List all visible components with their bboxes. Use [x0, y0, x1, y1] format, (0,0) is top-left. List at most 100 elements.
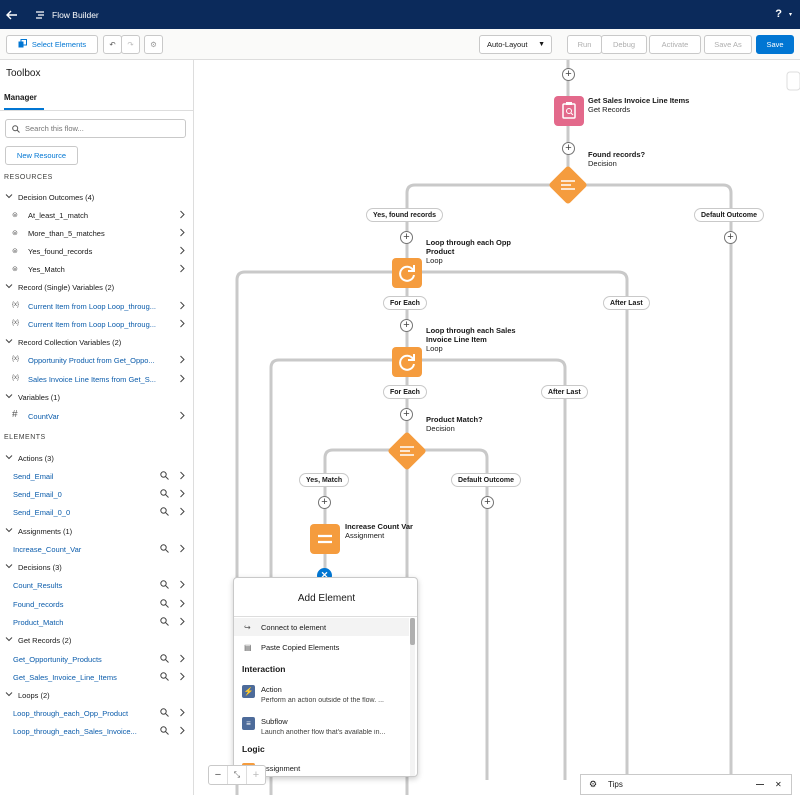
paste-elements-item[interactable]: ▤ Paste Copied Elements	[244, 642, 340, 652]
add-element-plus[interactable]: +	[481, 496, 494, 509]
list-item[interactable]: Loop_through_each_Sales_Invoice...	[0, 723, 193, 739]
group-actions[interactable]: Actions (3)	[0, 450, 193, 466]
outcome-label[interactable]: Yes, Match	[299, 473, 350, 487]
increase-count-assignment-node[interactable]	[310, 524, 340, 554]
search-icon[interactable]	[160, 654, 169, 663]
zoom-controls: − ⤡ +	[208, 765, 266, 785]
search-icon[interactable]	[160, 544, 169, 553]
search-icon[interactable]	[160, 471, 169, 480]
list-item[interactable]: Product_Match	[0, 614, 193, 630]
number-variable-icon: #	[12, 409, 18, 420]
node-type: Loop	[426, 256, 443, 265]
add-element-plus[interactable]: +	[562, 68, 575, 81]
search-icon[interactable]	[160, 708, 169, 717]
list-item[interactable]: ⊜ Yes_found_records	[0, 243, 193, 259]
group-record-variables[interactable]: Record (Single) Variables (2)	[0, 279, 193, 295]
new-resource-button[interactable]: New Resource	[5, 146, 78, 165]
list-item[interactable]: Get_Sales_Invoice_Line_Items	[0, 669, 193, 685]
search-icon[interactable]	[160, 507, 169, 516]
list-item[interactable]: Send_Email_0_0	[0, 504, 193, 520]
list-item[interactable]: {x} Opportunity Product from Get_Oppo...	[0, 352, 193, 368]
chevron-right-icon	[180, 319, 185, 328]
list-item[interactable]: Increase_Count_Var	[0, 541, 193, 557]
settings-button[interactable]: ⚙	[144, 35, 163, 54]
node-type: Decision	[426, 424, 455, 433]
list-item[interactable]: Found_records	[0, 596, 193, 612]
zoom-in-button[interactable]: +	[252, 769, 260, 781]
list-item[interactable]: Send_Email	[0, 468, 193, 484]
group-decisions[interactable]: Decisions (3)	[0, 559, 193, 575]
redo-button[interactable]: ↷	[121, 35, 140, 54]
node-type: Assignment	[345, 531, 385, 540]
group-assignments[interactable]: Assignments (1)	[0, 523, 193, 539]
loop-path-label[interactable]: After Last	[541, 385, 588, 399]
tips-panel[interactable]: ⚙ Tips — ✕	[580, 774, 792, 795]
save-as-button[interactable]: Save As	[704, 35, 752, 54]
group-record-collections[interactable]: Record Collection Variables (2)	[0, 334, 193, 350]
list-item[interactable]: ⊜ More_than_5_matches	[0, 225, 193, 241]
list-item[interactable]: {x} Current Item from Loop Loop_throug..…	[0, 298, 193, 314]
help-chevron-down-icon[interactable]: ▾	[788, 12, 792, 18]
list-item[interactable]: {x} Current Item from Loop Loop_throug..…	[0, 316, 193, 332]
search-icon[interactable]	[160, 726, 169, 735]
popover-scrollbar[interactable]	[410, 618, 415, 776]
activate-button[interactable]: Activate	[649, 35, 701, 54]
group-decision-outcomes[interactable]: Decision Outcomes (4)	[0, 189, 193, 205]
add-element-plus[interactable]: +	[400, 408, 413, 421]
list-item[interactable]: Get_Opportunity_Products	[0, 651, 193, 667]
undo-button[interactable]: ↶	[103, 35, 122, 54]
group-get-records[interactable]: Get Records (2)	[0, 632, 193, 648]
loop-path-label[interactable]: For Each	[383, 385, 427, 399]
chevron-right-icon	[180, 374, 185, 383]
add-element-plus[interactable]: +	[400, 231, 413, 244]
group-loops[interactable]: Loops (2)	[0, 687, 193, 703]
loop-icon	[399, 265, 415, 282]
close-icon[interactable]: ✕	[775, 780, 782, 789]
add-element-plus[interactable]: +	[562, 142, 575, 155]
search-icon[interactable]	[160, 580, 169, 589]
fit-view-button[interactable]: ⤡	[228, 766, 247, 784]
search-icon[interactable]	[160, 672, 169, 681]
debug-button[interactable]: Debug	[601, 35, 647, 54]
add-element-plus[interactable]: +	[724, 231, 737, 244]
list-item[interactable]: ⊜ At_least_1_match	[0, 207, 193, 223]
action-item[interactable]: ⚡ Action Perform an action outside of th…	[242, 685, 384, 704]
chevron-right-icon	[180, 708, 185, 717]
search-icon[interactable]	[160, 599, 169, 608]
help-icon[interactable]: ?	[775, 8, 782, 20]
back-arrow-icon[interactable]	[0, 0, 24, 29]
run-button[interactable]: Run	[567, 35, 602, 54]
chevron-right-icon	[180, 355, 185, 364]
outcome-label[interactable]: Default Outcome	[694, 208, 765, 222]
list-item[interactable]: # CountVar	[0, 408, 193, 424]
subflow-item[interactable]: ≡ Subflow Launch another flow that's ava…	[234, 714, 409, 742]
connect-to-element-item[interactable]: ↪ Connect to element	[234, 618, 409, 636]
list-item[interactable]: Send_Email_0	[0, 486, 193, 502]
loop-opp-product-node[interactable]	[392, 258, 422, 288]
decision-icon	[400, 446, 414, 456]
zoom-out-button[interactable]: −	[209, 766, 228, 784]
add-element-plus[interactable]: +	[400, 319, 413, 332]
list-item[interactable]: Count_Results	[0, 577, 193, 593]
layout-select[interactable]: Auto-Layout ▼	[479, 35, 552, 54]
search-icon[interactable]	[160, 617, 169, 626]
list-item[interactable]: {x} Sales Invoice Line Items from Get_S.…	[0, 371, 193, 387]
list-item[interactable]: Loop_through_each_Opp_Product	[0, 705, 193, 721]
get-records-node[interactable]	[554, 96, 584, 126]
save-button[interactable]: Save	[756, 35, 794, 54]
list-item[interactable]: ⊜ Yes_Match	[0, 261, 193, 277]
loop-sales-invoice-node[interactable]	[392, 347, 422, 377]
outcome-label[interactable]: Yes, found records	[366, 208, 444, 222]
loop-path-label[interactable]: After Last	[603, 296, 650, 310]
add-element-plus[interactable]: +	[318, 496, 331, 509]
search-box[interactable]	[5, 119, 186, 138]
tab-manager[interactable]: Manager	[4, 93, 44, 110]
loop-path-label[interactable]: For Each	[383, 296, 427, 310]
search-input[interactable]	[25, 124, 175, 133]
minimize-icon[interactable]: —	[756, 780, 764, 789]
search-icon[interactable]	[160, 489, 169, 498]
group-variables[interactable]: Variables (1)	[0, 389, 193, 405]
chevron-down-icon: ▼	[538, 41, 545, 48]
select-elements-button[interactable]: Select Elements	[6, 35, 98, 54]
outcome-label[interactable]: Default Outcome	[451, 473, 522, 487]
